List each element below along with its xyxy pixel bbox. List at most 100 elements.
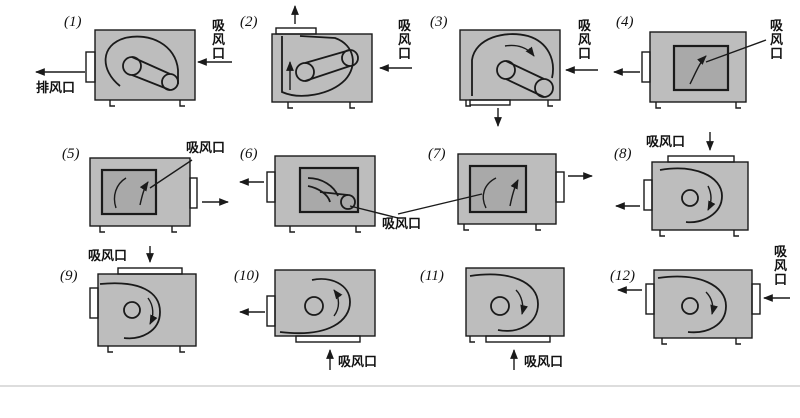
outlet-flange [275,27,317,35]
belt [131,56,171,75]
panel-number: (11) [420,268,444,284]
outlet-flange [645,283,655,315]
panel-number: (2) [240,14,258,30]
intake-label-1: 吸 [398,19,412,34]
impeller [123,301,141,319]
panel-2: (2) 吸 风 口 [240,5,412,109]
intake-label-3: 口 [212,47,225,62]
panel-number: (8) [614,146,632,162]
intake-label-2: 风 [774,259,787,274]
panel-number: (1) [64,14,82,30]
panel-7: (7) 吸风口 [382,146,593,232]
inlet-flange [485,335,551,343]
outlet-flange [469,99,511,106]
fan-housing [94,29,196,101]
belt [304,49,351,64]
outlet-flange [266,171,276,203]
panel-number: (7) [428,146,446,162]
intake-label-2: 风 [770,33,783,48]
volute-scroll [657,275,727,334]
flow-arrow [515,289,528,315]
intake-window [672,44,730,92]
intake-label-1: 吸 [770,19,784,34]
intake-label-1: 吸 [212,19,226,34]
belt [131,74,171,91]
intake-label-3: 口 [770,47,783,62]
impeller [681,297,699,315]
fan-housing [465,267,565,337]
mount-feet [659,230,739,237]
panel-number: (5) [62,146,80,162]
volute-scroll [471,33,554,96]
mount-feet [661,338,741,345]
mount-feet [655,102,741,109]
belt [304,65,351,82]
panel-12: (12) 吸 风 口 [610,245,790,345]
intake-label: 吸风口 [338,355,377,370]
belt [319,191,349,196]
intake-label-3: 口 [398,47,411,62]
leader-line [349,205,399,219]
intake-label-2: 风 [212,33,225,48]
intake-window [468,164,528,214]
flow-arrow [504,44,535,57]
intake-label-3: 口 [578,47,591,62]
panel-number: (10) [234,268,259,284]
flow-arrow [333,289,343,317]
flow-arrow [705,291,718,315]
flow-arrow [689,55,707,85]
mount-feet [469,336,475,343]
inlet-flange [117,267,183,275]
intake-window [100,168,158,216]
flow-arrow [147,297,158,325]
inlet-flange [667,155,735,163]
leader-line [149,159,193,189]
panel-1: (1) 排风口 吸 风 口 [35,14,232,107]
panel-number: (9) [60,268,78,284]
volute-scroll [659,167,723,224]
outlet-flange [189,177,198,209]
panel-number: (12) [610,268,635,284]
inlet-flange [751,283,761,315]
panel-8: (8) 吸风口 [614,132,749,237]
mount-feet [463,224,541,231]
outlet-flange [266,295,276,327]
panel-number: (4) [616,14,634,30]
intake-label-2: 风 [398,33,411,48]
flow-arrow [139,181,149,206]
outlet-flange [85,51,96,83]
panel-6: (6) [239,146,399,233]
exhaust-label: 排风口 [36,80,75,96]
intake-label-3: 口 [774,273,787,288]
panel-number: (3) [430,14,448,30]
panel-5: (5) 吸风口 [62,141,229,233]
mount-feet [109,100,185,107]
impeller [304,296,324,316]
leader-line [705,39,767,63]
leader-line [397,193,483,215]
intake-label: 吸风口 [524,355,563,370]
intake-label: 吸风口 [382,217,421,232]
panel-9: (9) 吸风口 [60,246,197,353]
mount-feet [287,102,355,109]
impeller [490,296,510,316]
belt [505,78,545,98]
mount-feet [99,226,177,233]
volute-scroll [279,278,351,335]
mount-feet [289,226,361,233]
volute-scroll [482,177,497,209]
outlet-flange [89,287,99,319]
intake-label-1: 吸 [774,245,788,260]
belt [505,60,545,80]
fan-housing [97,273,197,347]
fan-housing [274,269,376,337]
volute-scroll [104,35,179,87]
volute-scroll [469,273,539,332]
volute-scroll [113,177,127,209]
intake-label: 吸风口 [646,135,685,150]
fan-housing [459,29,561,101]
panel-number: (6) [240,146,258,162]
intake-label-1: 吸 [578,19,592,34]
